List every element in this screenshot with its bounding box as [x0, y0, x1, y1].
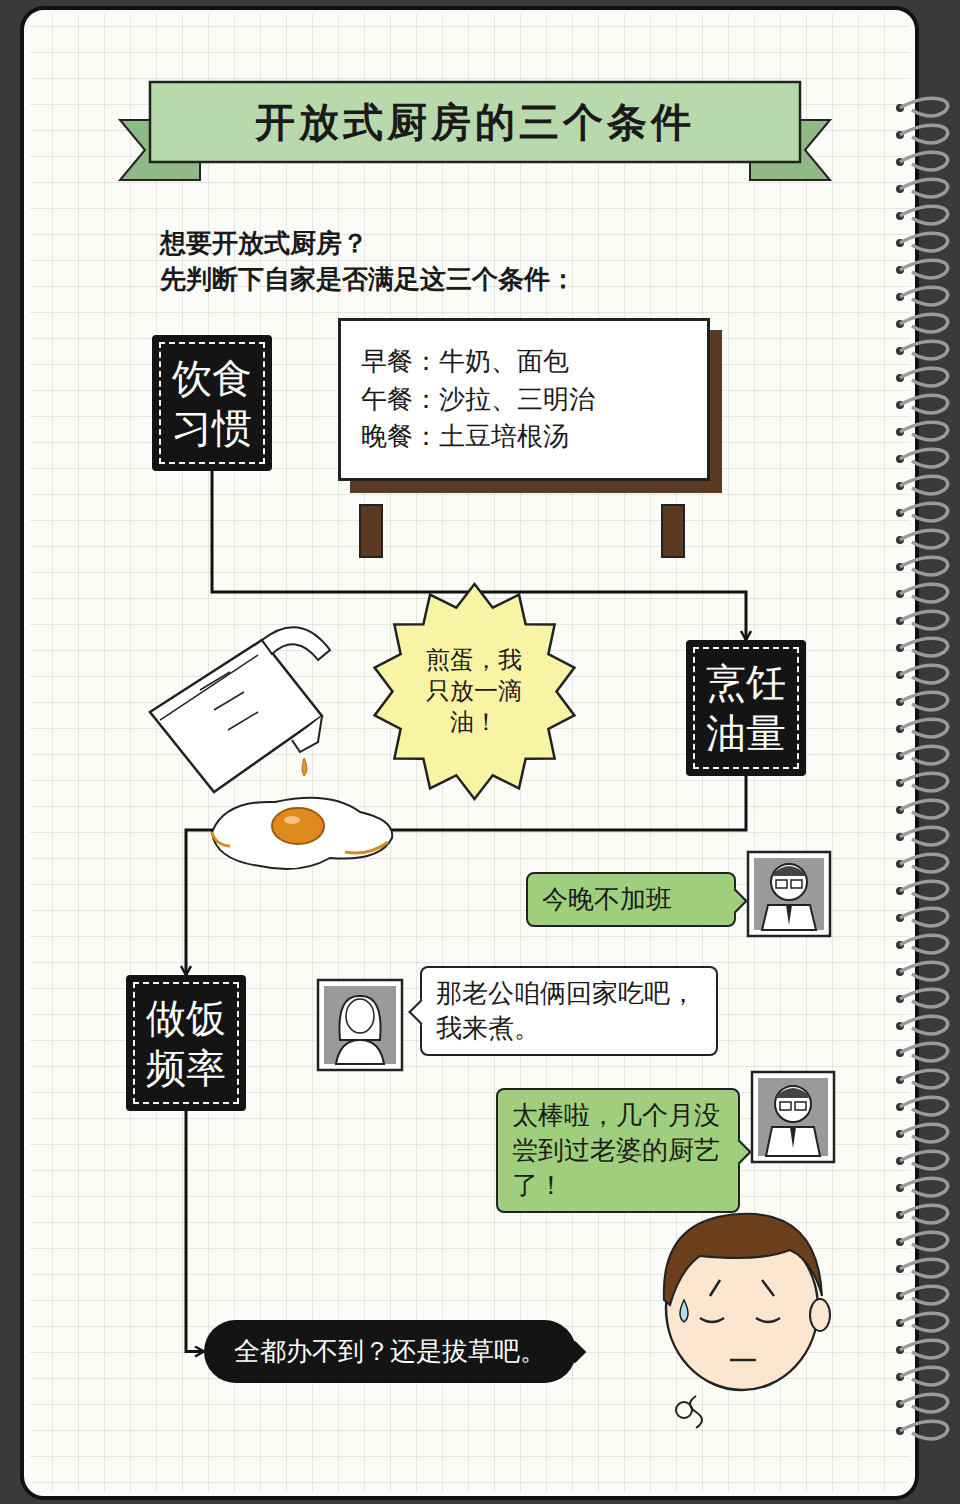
- sweating-face: [664, 1214, 830, 1428]
- burst-shape: [375, 584, 575, 799]
- husband-avatar: [748, 852, 830, 936]
- node-text: 全都办不到？还是拔草吧。: [234, 1334, 546, 1369]
- paper: [22, 8, 917, 1498]
- intro-text: 先判断下自家是否满足这三个条件：: [160, 262, 576, 297]
- node-text: 做饭频率: [146, 993, 226, 1093]
- node-text: 早餐：牛奶、面包: [361, 343, 687, 381]
- conclusion-bubble: 全都办不到？还是拔草吧。: [204, 1320, 576, 1383]
- title-ribbon: [120, 82, 830, 180]
- node-text: 饮食习惯: [172, 353, 252, 453]
- node-text: 太棒啦，几个月没尝到过老婆的厨艺了！: [512, 1098, 724, 1203]
- node-text: 煎蛋，我只放一滴油！: [424, 645, 525, 739]
- node-text: 那老公咱俩回家吃吧，我来煮。: [436, 976, 702, 1046]
- title-text: 开放式厨房的三个条件: [150, 82, 800, 162]
- condition-box: 做饭频率: [126, 975, 246, 1111]
- flow-arrow: [186, 776, 746, 975]
- node-text: 烹饪油量: [706, 658, 786, 758]
- node-text: 晚餐：土豆培根汤: [361, 418, 687, 456]
- chat-bubble: 那老公咱俩回家吃吧，我来煮。: [420, 966, 718, 1056]
- spiral-binding: [896, 98, 948, 1439]
- speech-burst: 煎蛋，我只放一滴油！: [372, 584, 577, 799]
- condition-box: 饮食习惯: [152, 335, 272, 471]
- husband-avatar: [752, 1072, 834, 1162]
- burst-text-wrap: 煎蛋，我只放一滴油！: [424, 645, 525, 739]
- sign-legs: [360, 505, 684, 557]
- wife-avatar: [318, 980, 402, 1070]
- menu-signboard: 早餐：牛奶、面包午餐：沙拉、三明治晚餐：土豆培根汤: [338, 318, 710, 481]
- fried-egg: [212, 798, 392, 869]
- flow-arrow: [186, 1111, 204, 1352]
- chat-bubble: 今晚不加班: [526, 872, 736, 927]
- grid: [30, 14, 910, 1492]
- condition-box: 烹饪油量: [686, 640, 806, 776]
- node-text: 今晚不加班: [542, 882, 720, 917]
- chat-bubble: 太棒啦，几个月没尝到过老婆的厨艺了！: [496, 1088, 740, 1213]
- node-text: 午餐：沙拉、三明治: [361, 381, 687, 419]
- oil-jug: [150, 627, 330, 792]
- intro-text: 想要开放式厨房？: [160, 226, 368, 261]
